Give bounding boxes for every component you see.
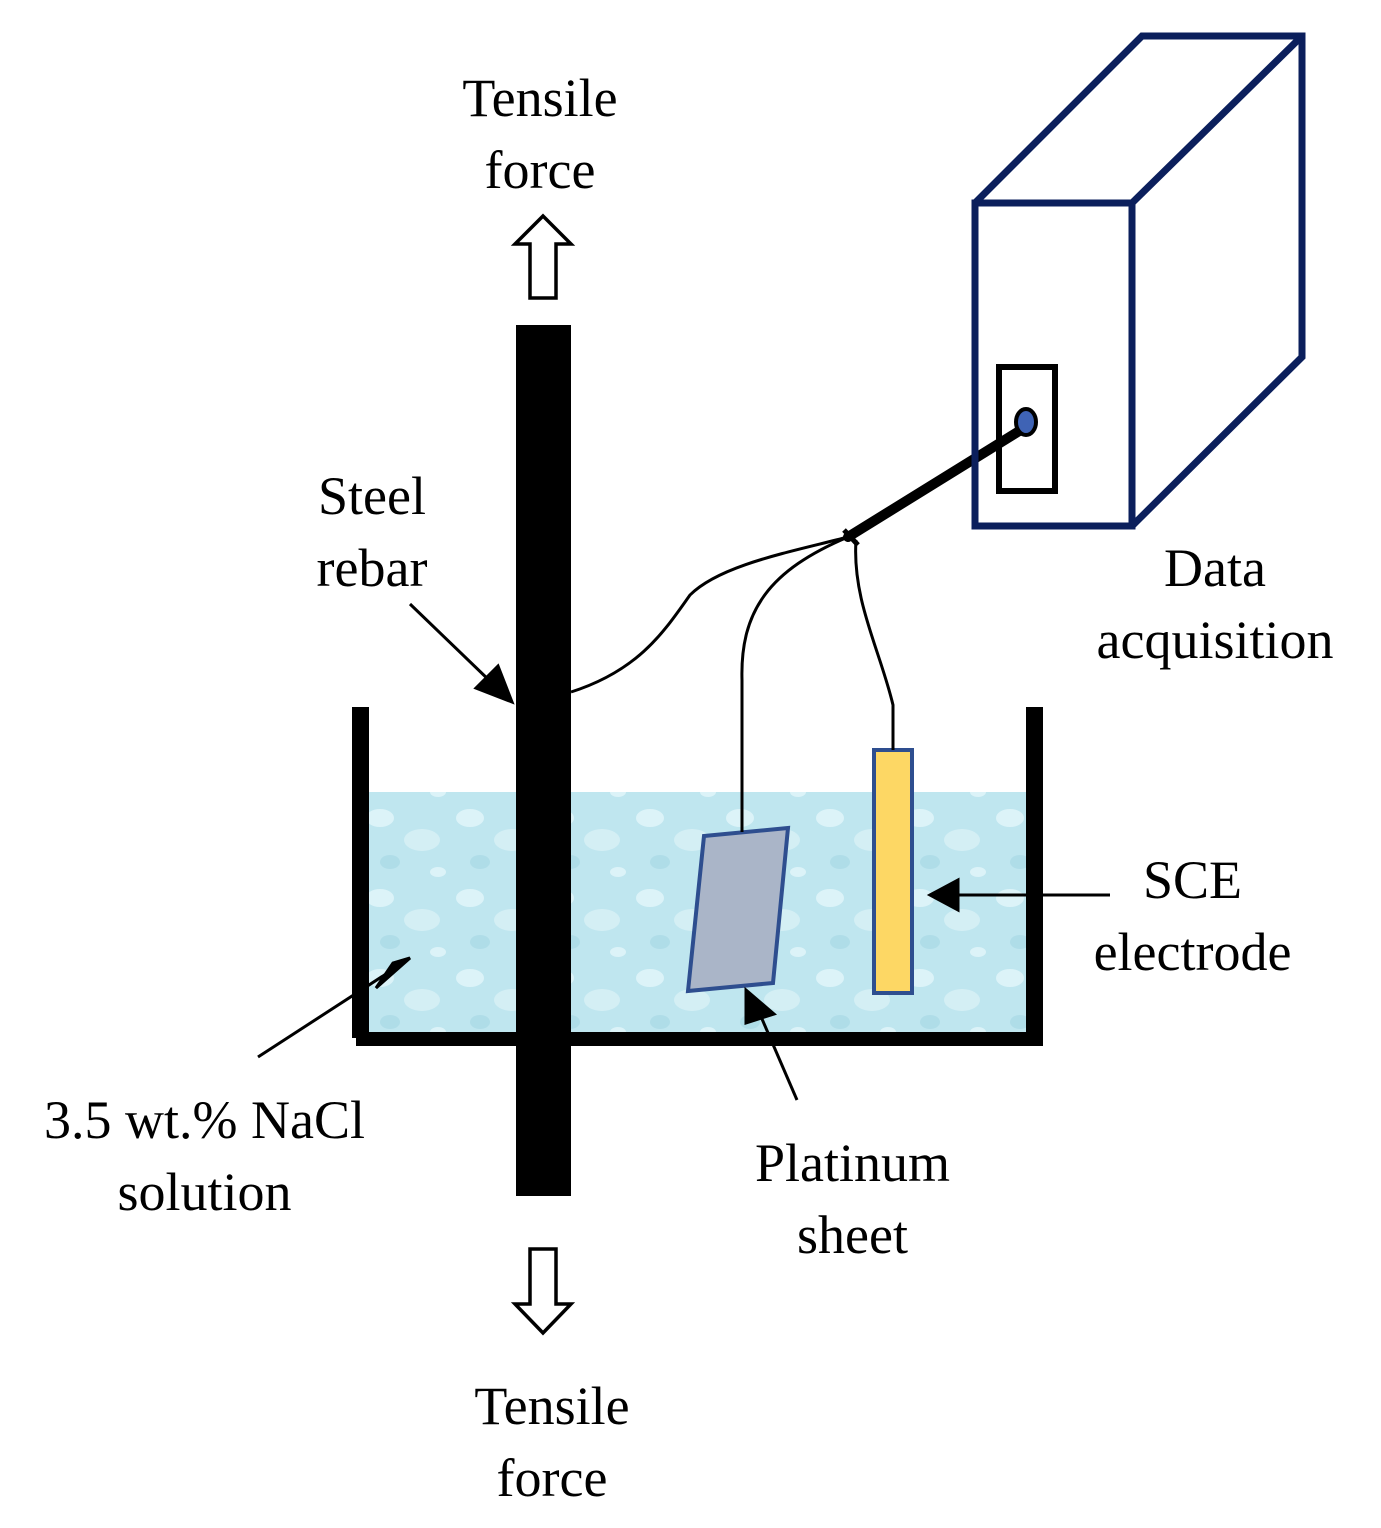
tensile-arrow-up-icon [510, 213, 576, 300]
label-line: rebar [316, 538, 428, 598]
label-line: acquisition [1096, 610, 1334, 670]
steel-rebar [516, 325, 571, 1196]
platinum-pointer-icon [744, 986, 778, 1026]
label-line: 3.5 wt.% NaCl [44, 1090, 365, 1150]
data-port-icon [996, 364, 1058, 494]
tensile-arrow-down-icon [510, 1247, 576, 1336]
label-line: sheet [797, 1205, 908, 1265]
port-connector-icon [1014, 407, 1038, 437]
platinum-sheet-label: Platinum sheet [720, 1127, 985, 1271]
sce-electrode-label: SCE electrode [1070, 844, 1315, 988]
label-line: Data [1164, 538, 1266, 598]
label-line: force [484, 140, 596, 200]
label-line: electrode [1093, 922, 1292, 982]
tensile-force-top-label: Tensile force [420, 62, 660, 206]
label-line: Tensile [474, 1376, 630, 1436]
label-line: Platinum [754, 1133, 950, 1193]
nacl-pointer-icon [374, 956, 411, 990]
pointer-arrows [257, 602, 1110, 1101]
nacl-solution-label: 3.5 wt.% NaCl solution [12, 1084, 397, 1228]
steel-rebar-pointer-icon [473, 663, 515, 705]
wires [570, 423, 1029, 832]
label-line: SCE [1142, 850, 1243, 910]
label-line: solution [117, 1162, 292, 1222]
label-line: force [496, 1448, 608, 1508]
sce-electrode [872, 748, 914, 995]
label-line: Steel [318, 466, 426, 526]
tensile-force-bottom-label: Tensile force [432, 1370, 672, 1514]
label-line: Tensile [462, 68, 618, 128]
data-acquisition-box [971, 32, 1306, 530]
data-acquisition-label: Data acquisition [1070, 532, 1360, 676]
steel-rebar-label: Steel rebar [282, 460, 462, 604]
platinum-sheet [685, 825, 791, 994]
sce-pointer-icon [926, 877, 960, 913]
